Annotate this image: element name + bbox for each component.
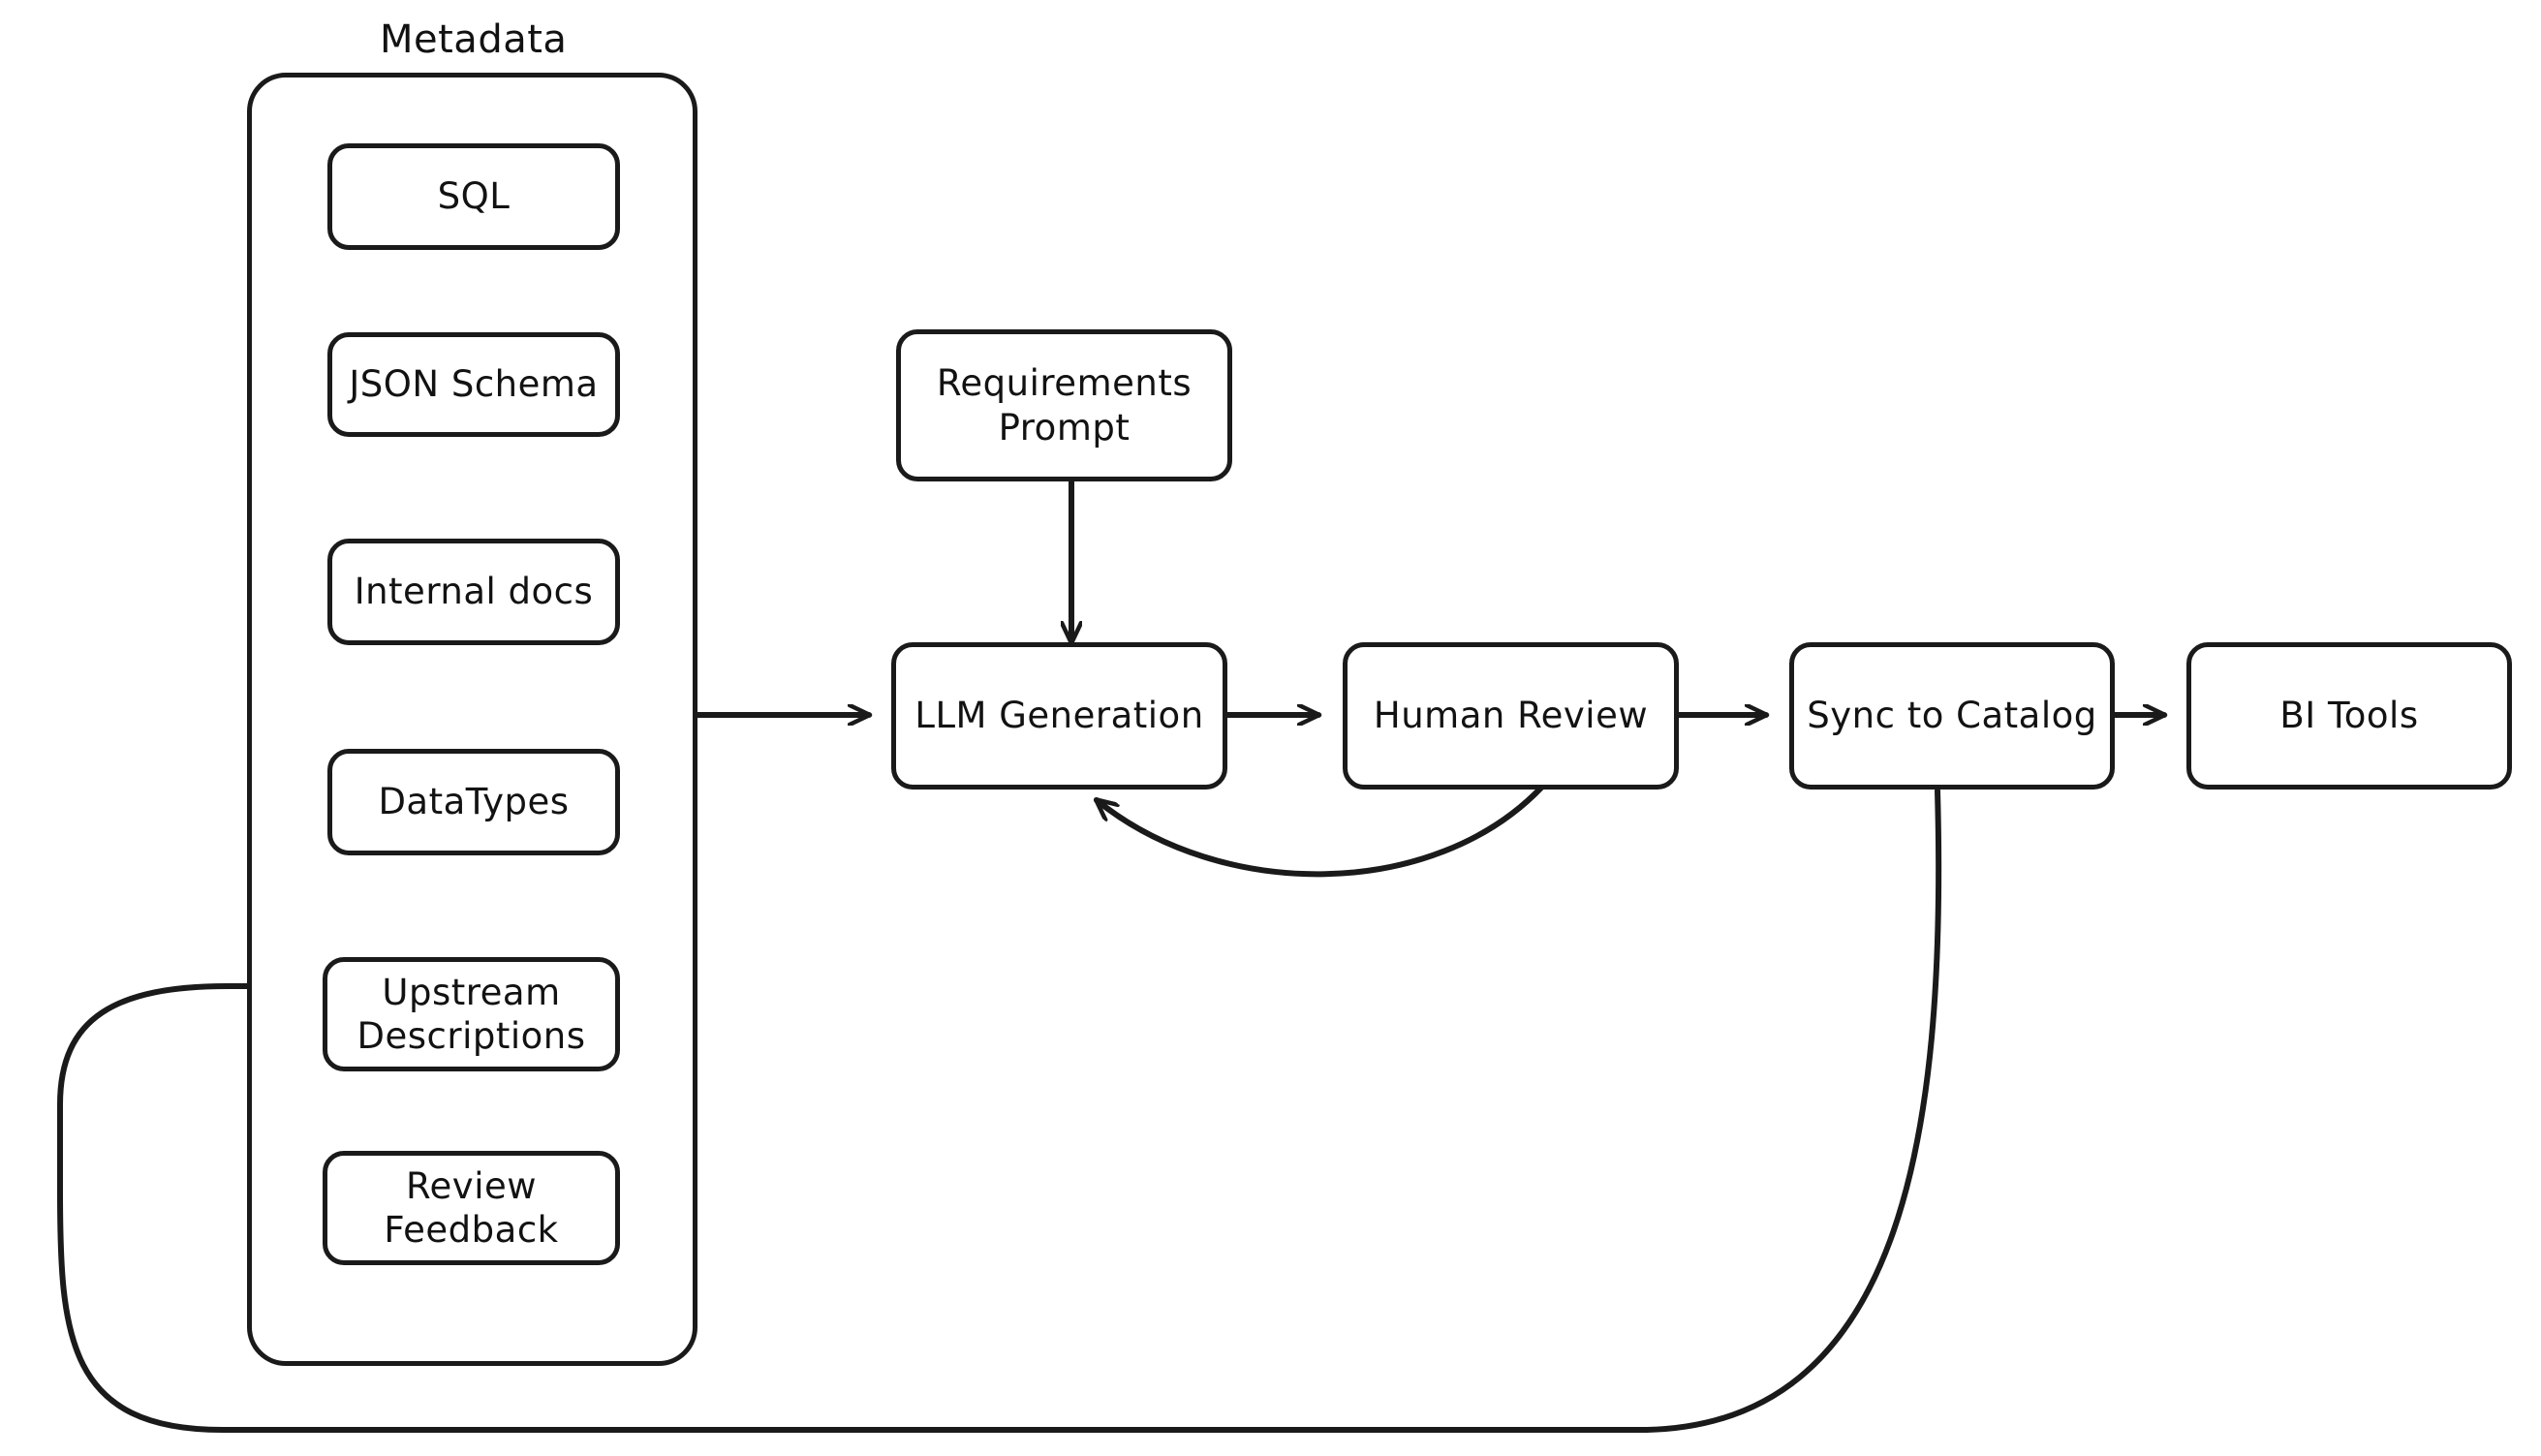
node-llm-generation[interactable]: LLM Generation — [891, 642, 1227, 790]
metadata-item-upstream-descriptions[interactable]: Upstream Descriptions — [323, 957, 620, 1071]
metadata-item-json-schema-label: JSON Schema — [349, 363, 599, 406]
node-llm-generation-label: LLM Generation — [914, 695, 1204, 737]
metadata-item-datatypes[interactable]: DataTypes — [327, 749, 620, 855]
metadata-item-review-feedback-label: Review Feedback — [384, 1164, 559, 1251]
metadata-item-review-feedback[interactable]: Review Feedback — [323, 1151, 620, 1265]
node-bi-tools[interactable]: BI Tools — [2186, 642, 2512, 790]
metadata-item-datatypes-label: DataTypes — [378, 781, 570, 823]
metadata-item-sql[interactable]: SQL — [327, 143, 620, 250]
node-human-review-label: Human Review — [1373, 695, 1649, 737]
metadata-item-sql-label: SQL — [437, 175, 511, 218]
metadata-item-json-schema[interactable]: JSON Schema — [327, 332, 620, 437]
node-sync-to-catalog[interactable]: Sync to Catalog — [1789, 642, 2115, 790]
metadata-item-upstream-descriptions-label: Upstream Descriptions — [356, 971, 586, 1057]
metadata-item-internal-docs[interactable]: Internal docs — [327, 539, 620, 645]
node-requirements-prompt[interactable]: Requirements Prompt — [896, 329, 1232, 481]
edge-review-feedback-to-llm — [1097, 784, 1545, 878]
metadata-group-label: Metadata — [380, 17, 568, 62]
node-bi-tools-label: BI Tools — [2279, 695, 2419, 737]
node-requirements-prompt-label: Requirements Prompt — [936, 362, 1193, 449]
metadata-item-internal-docs-label: Internal docs — [354, 571, 594, 613]
node-human-review[interactable]: Human Review — [1343, 642, 1679, 790]
node-sync-to-catalog-label: Sync to Catalog — [1807, 695, 2097, 737]
